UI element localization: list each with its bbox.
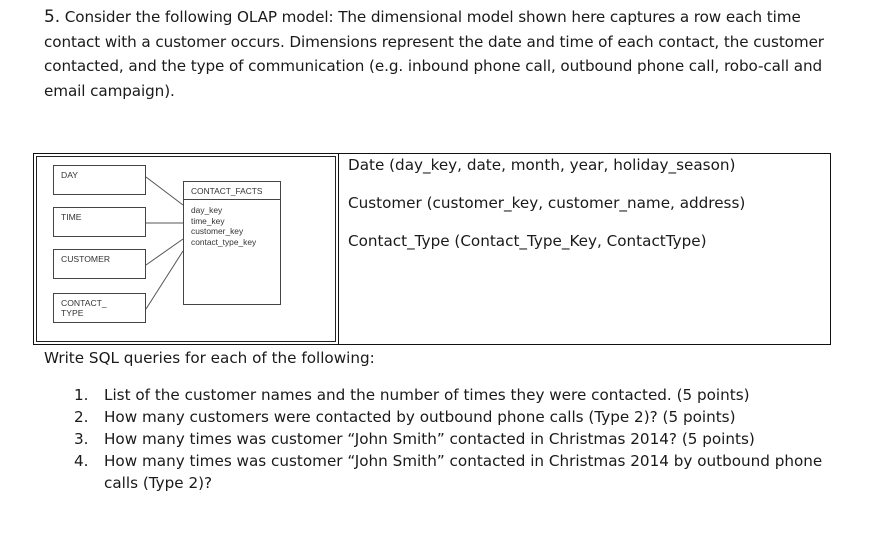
question-text: Consider the following OLAP model: The d…	[44, 8, 824, 100]
schema-contact-type: Contact_Type (Contact_Type_Key, ContactT…	[348, 232, 707, 250]
item-number: 2.	[74, 408, 89, 426]
dimension-label: DAY	[61, 170, 79, 180]
sql-question-item: 4. How many times was customer “John Smi…	[74, 450, 834, 494]
fact-key: time_key	[191, 215, 225, 226]
diagram-frame	[36, 156, 336, 342]
sql-question-item: 1. List of the customer names and the nu…	[74, 384, 834, 406]
fact-table-contact-facts: CONTACT_FACTS day_key time_key customer_…	[183, 181, 281, 305]
fact-table-keys: day_key time_key customer_key contact_ty…	[184, 200, 280, 247]
dimension-customer: CUSTOMER	[53, 249, 146, 279]
fact-key: contact_type_key	[191, 236, 257, 247]
schema-table: DAY TIME CUSTOMER CONTACT_ TYPE CONTACT_…	[33, 153, 831, 345]
question-intro: 5. Consider the following OLAP model: Th…	[44, 5, 844, 103]
table-divider	[338, 154, 339, 344]
question-number: 5.	[44, 7, 61, 27]
fact-key: customer_key	[191, 226, 244, 236]
schema-date: Date (day_key, date, month, year, holida…	[348, 156, 736, 174]
item-text: How many customers were contacted by out…	[104, 408, 736, 426]
sql-question-item: 2. How many customers were contacted by …	[74, 406, 834, 428]
sql-question-list: 1. List of the customer names and the nu…	[74, 384, 834, 494]
item-number: 4.	[74, 452, 89, 470]
relationship-lines	[145, 176, 184, 310]
item-text: List of the customer names and the numbe…	[104, 386, 750, 404]
dimension-time: TIME	[53, 207, 146, 237]
fact-table-title: CONTACT_FACTS	[184, 182, 280, 200]
star-schema-diagram: DAY TIME CUSTOMER CONTACT_ TYPE CONTACT_…	[35, 155, 337, 344]
dimension-label-line1: CONTACT_	[61, 298, 107, 308]
fact-key: day_key	[191, 205, 223, 215]
item-number: 3.	[74, 430, 89, 448]
item-text: How many times was customer “John Smith”…	[104, 430, 755, 448]
dimension-contact-type: CONTACT_ TYPE	[53, 293, 146, 323]
item-number: 1.	[74, 386, 89, 404]
schema-customer: Customer (customer_key, customer_name, a…	[348, 194, 746, 212]
sql-section-title: Write SQL queries for each of the follow…	[44, 349, 375, 367]
sql-question-item: 3. How many times was customer “John Smi…	[74, 428, 834, 450]
dimension-label: TIME	[61, 212, 82, 222]
item-text: How many times was customer “John Smith”…	[104, 452, 823, 492]
dimension-day: DAY	[53, 165, 146, 195]
dimension-label-line2: TYPE	[61, 308, 84, 318]
dimension-label: CUSTOMER	[61, 254, 111, 264]
